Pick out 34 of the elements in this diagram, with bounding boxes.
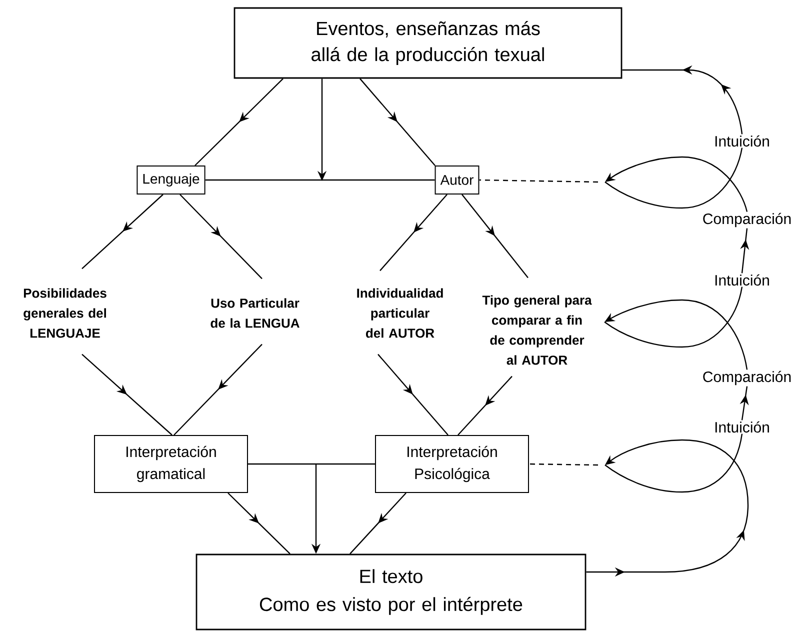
connector-line	[248, 463, 375, 465]
loop-label: Comparación	[703, 212, 791, 228]
arrow	[380, 194, 448, 272]
arrow	[360, 78, 436, 166]
connector-line	[604, 286, 743, 348]
arrow	[378, 354, 448, 436]
loop-label: Intuición	[715, 421, 769, 433]
text-box: Eventos, enseñanzas más allá de la producción texual	[234, 7, 622, 79]
arrow	[82, 194, 164, 270]
concept-text: Tipo general para comparar a fin de comprender al AUTOR	[482, 295, 592, 365]
concept-text: Posibilidades generales del LENGUAJE	[24, 288, 106, 338]
arrow	[350, 492, 406, 554]
arrow	[228, 492, 290, 554]
interpretation-box: Interpretación gramatical	[94, 435, 248, 493]
text-box: El texto Como es visto por el intérprete	[196, 554, 586, 630]
concept-text: Uso Particular de la LENGUA	[210, 298, 300, 328]
arrow	[194, 78, 284, 166]
arrow	[82, 354, 172, 436]
arrow	[458, 376, 512, 436]
arrow	[174, 344, 262, 436]
connector-line	[604, 148, 743, 209]
dashed-connector	[479, 179, 598, 183]
arrow	[462, 194, 528, 278]
dashed-connector	[529, 463, 598, 466]
connector-line	[205, 179, 435, 181]
interpretation-box: Interpretación Psicológica	[375, 435, 529, 493]
concept-text: Individualidad particular del AUTOR	[357, 288, 443, 338]
arrow	[180, 194, 262, 280]
loop-label: Comparación	[703, 370, 791, 386]
connector-line	[604, 434, 743, 493]
concept-box: Lenguaje	[136, 166, 206, 194]
concept-box: Autor	[434, 166, 480, 194]
loop-label: Intuición	[715, 274, 769, 286]
loop-label: Intuición	[715, 135, 769, 147]
